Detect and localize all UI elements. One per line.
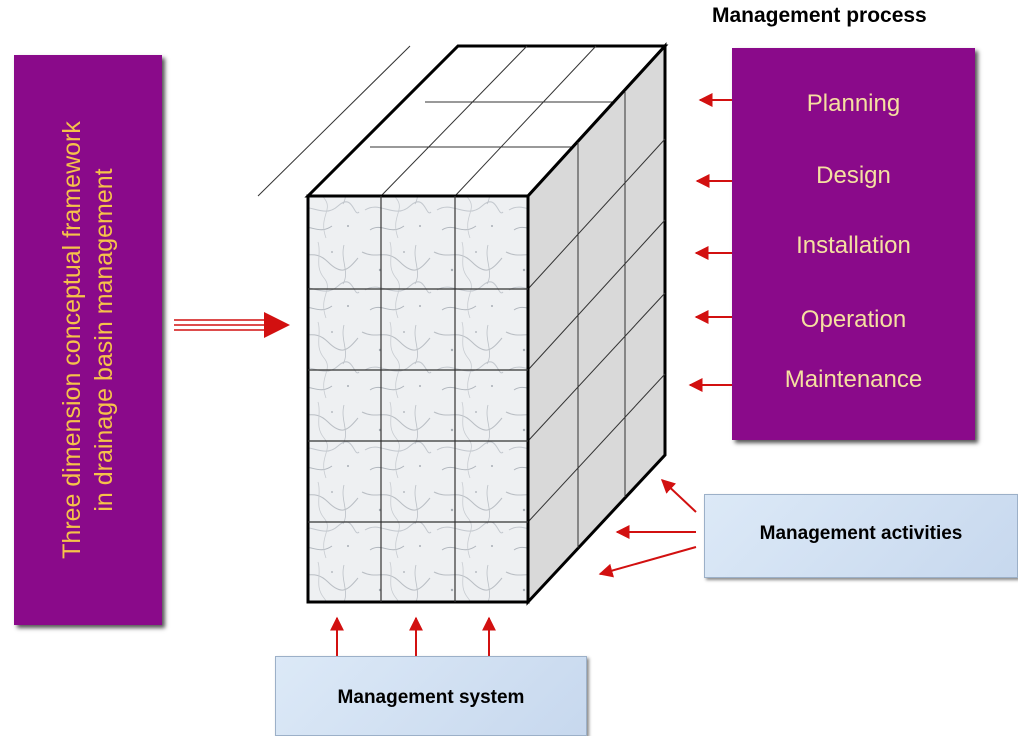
management-system-label: Management system bbox=[337, 687, 525, 708]
process-item-operation: Operation bbox=[800, 306, 907, 333]
top-grid-line bbox=[257, 45, 411, 197]
process-item-design: Design bbox=[816, 162, 891, 189]
side-grid-line bbox=[527, 292, 666, 442]
management-system-box: Management system bbox=[275, 656, 587, 736]
side-grid-line bbox=[527, 219, 666, 371]
process-item-installation: Installation bbox=[796, 232, 911, 259]
activity-arrow-3 bbox=[598, 546, 697, 578]
process-item-maintenance: Maintenance bbox=[784, 366, 923, 393]
management-activities-label: Management activities bbox=[759, 523, 963, 544]
activity-arrow-1 bbox=[660, 479, 697, 513]
management-activities-box: Management activities bbox=[704, 494, 1018, 578]
side-grid-line bbox=[527, 138, 666, 290]
process-item-planning: Planning bbox=[806, 90, 901, 117]
management-process-panel: Planning Design Installation Operation M… bbox=[732, 48, 975, 440]
top-grid-line bbox=[454, 45, 597, 197]
side-grid-line bbox=[527, 373, 666, 523]
cube-front-face bbox=[306, 194, 530, 604]
top-grid-line bbox=[380, 45, 528, 197]
framework-arrow bbox=[174, 312, 290, 338]
management-process-title: Management process bbox=[712, 4, 927, 27]
framework-panel: Three dimension conceptual framework in … bbox=[14, 55, 162, 625]
